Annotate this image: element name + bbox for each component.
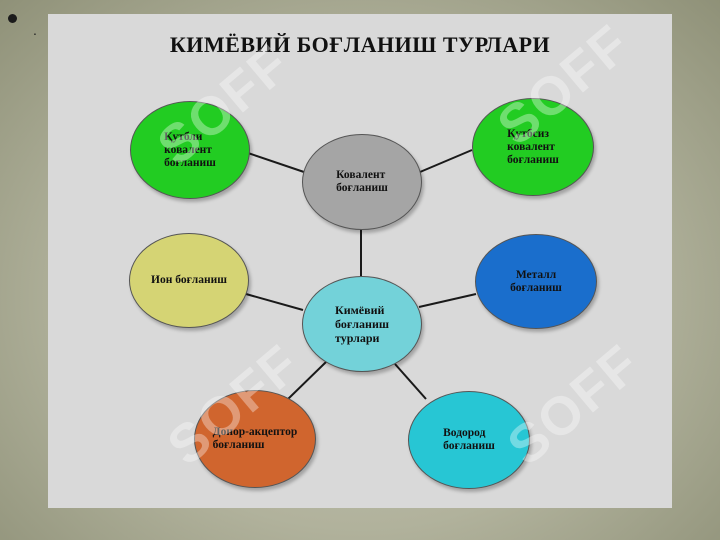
- connector-lines: [245, 149, 477, 401]
- node-covalent-bond: Ковалент боғланиш: [302, 134, 422, 230]
- connector-center-metal: [418, 293, 477, 308]
- connector-center-donor: [286, 361, 327, 401]
- bullet-text: .: [33, 22, 37, 38]
- node-label-ionic: Ион боғланиш: [151, 274, 227, 286]
- node-polar-covalent-bond: Қутбли ковалент боғланиш: [130, 101, 250, 199]
- node-ionic-bond: Ион боғланиш: [129, 233, 249, 328]
- bullet-marker: [8, 14, 17, 23]
- node-metallic-bond: Металл боғланиш: [475, 234, 597, 329]
- slide-panel: КИМЁВИЙ БОҒЛАНИШ ТУРЛАРИ Кимёвий боғлани…: [48, 13, 672, 508]
- node-label-covalent: Ковалент боғланиш: [336, 169, 388, 194]
- connector-center-ionic: [245, 293, 304, 311]
- node-label-hydrogen: Водород боғланиш: [443, 427, 495, 452]
- node-nonpolar-covalent-bond: Қутбсиз ковалент боғланиш: [472, 98, 594, 196]
- slide-title: КИМЁВИЙ БОҒЛАНИШ ТУРЛАРИ: [169, 32, 551, 57]
- node-label-nonpolar-covalent: Қутбсиз ковалент боғланиш: [507, 127, 559, 166]
- node-hydrogen-bond: Водород боғланиш: [408, 391, 530, 489]
- node-label-polar-covalent: Қутбли ковалент боғланиш: [164, 130, 216, 169]
- node-label-center: Кимёвий боғланиш турлари: [335, 303, 389, 345]
- connector-covalent-polar: [247, 152, 305, 173]
- node-chemical-bond-types: Кимёвий боғланиш турлари: [302, 276, 422, 372]
- connector-center-hydrogen: [394, 363, 427, 400]
- node-label-metallic: Металл боғланиш: [510, 268, 562, 294]
- node-donor-acceptor-bond: Донор-акцептор боғланиш: [194, 390, 316, 488]
- connector-covalent-nonpolar: [419, 149, 473, 173]
- node-label-donor-acceptor: Донор-акцептор боғланиш: [212, 426, 298, 451]
